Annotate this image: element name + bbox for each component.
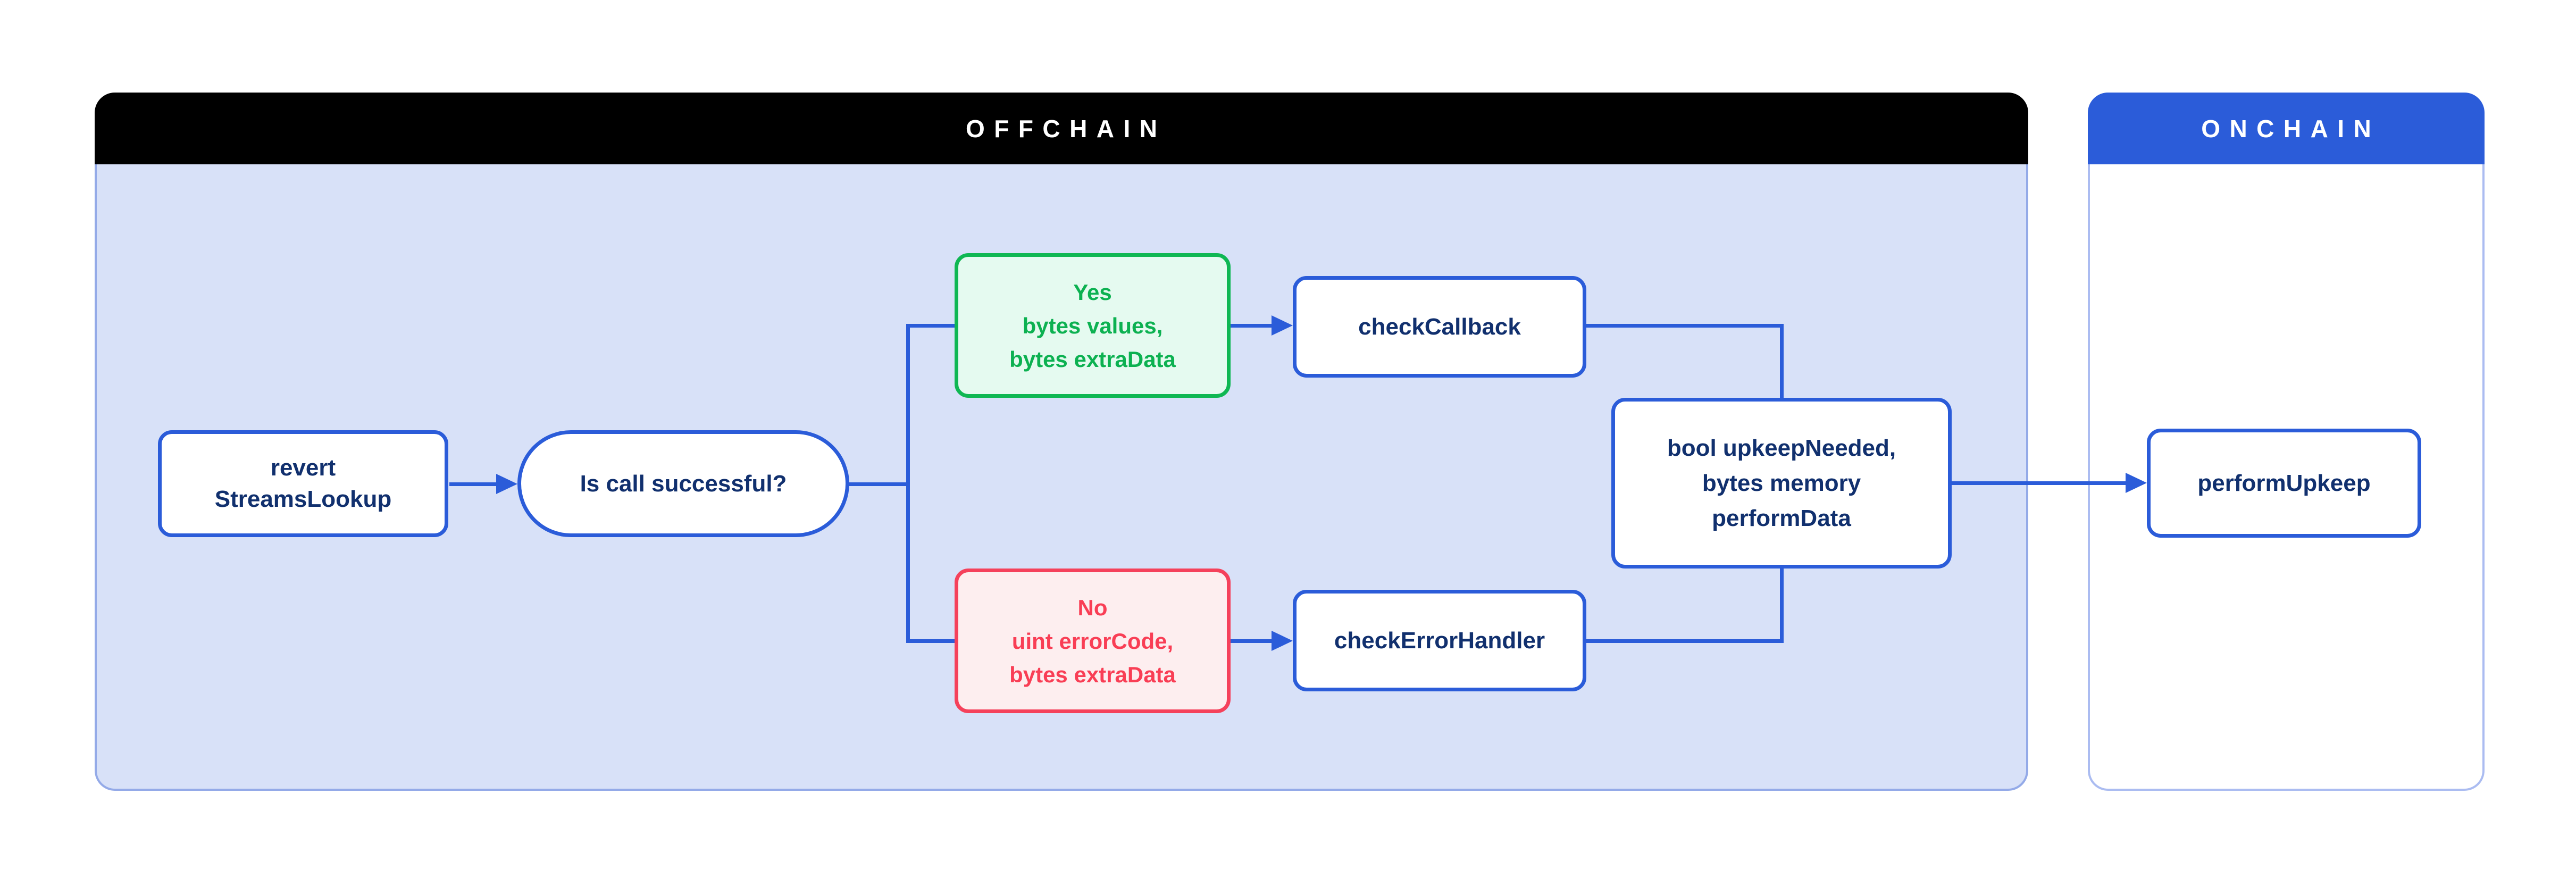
node-perform-upkeep-label: performUpkeep	[2197, 470, 2371, 496]
edge-yes-to-checkcallback	[1231, 324, 1273, 328]
edge-checkerrorhandler-to-rail	[1586, 639, 1784, 643]
offchain-lane-header: OFFCHAIN	[95, 93, 2028, 164]
edge-branch-trunk	[906, 324, 910, 643]
edge-rail-down-to-result	[1780, 324, 1784, 398]
arrowhead-decision-icon	[496, 474, 517, 494]
node-no-branch: No uint errorCode, bytes extraData	[955, 569, 1231, 713]
arrowhead-checkerrorhandler-icon	[1272, 631, 1293, 651]
node-yes-branch: Yes bytes values, bytes extraData	[955, 253, 1231, 398]
node-revert-streamslookup: revert StreamsLookup	[158, 430, 448, 537]
edge-decision-to-branch	[849, 482, 906, 486]
node-upkeep-result-label: bool upkeepNeeded, bytes memory performD…	[1667, 434, 1896, 531]
edge-branch-to-no	[906, 639, 955, 643]
onchain-lane-title: ONCHAIN	[2201, 114, 2381, 143]
node-is-call-successful: Is call successful?	[517, 430, 849, 537]
offchain-lane-title: OFFCHAIN	[965, 114, 1167, 143]
edge-revert-to-decision	[449, 482, 497, 486]
edge-result-to-performupkeep	[1952, 481, 2127, 485]
node-revert-streamslookup-label: revert StreamsLookup	[214, 455, 392, 512]
edge-branch-to-yes	[906, 324, 955, 328]
node-yes-branch-label: Yes bytes values, bytes extraData	[1009, 279, 1176, 372]
node-no-branch-label: No uint errorCode, bytes extraData	[1009, 595, 1176, 687]
node-upkeep-result: bool upkeepNeeded, bytes memory performD…	[1611, 398, 1952, 569]
node-check-callback: checkCallback	[1293, 276, 1586, 378]
node-check-error-handler-label: checkErrorHandler	[1334, 627, 1545, 654]
edge-checkcallback-to-rail	[1586, 324, 1784, 328]
onchain-lane-header: ONCHAIN	[2088, 93, 2485, 164]
arrowhead-performupkeep-icon	[2126, 473, 2147, 493]
node-check-error-handler: checkErrorHandler	[1293, 590, 1586, 691]
node-check-callback-label: checkCallback	[1358, 313, 1521, 340]
node-perform-upkeep: performUpkeep	[2147, 429, 2421, 538]
edge-no-to-checkerrorhandler	[1231, 639, 1273, 643]
arrowhead-checkcallback-icon	[1272, 315, 1293, 336]
node-is-call-successful-label: Is call successful?	[580, 470, 787, 497]
edge-rail-up-to-result	[1780, 569, 1784, 643]
